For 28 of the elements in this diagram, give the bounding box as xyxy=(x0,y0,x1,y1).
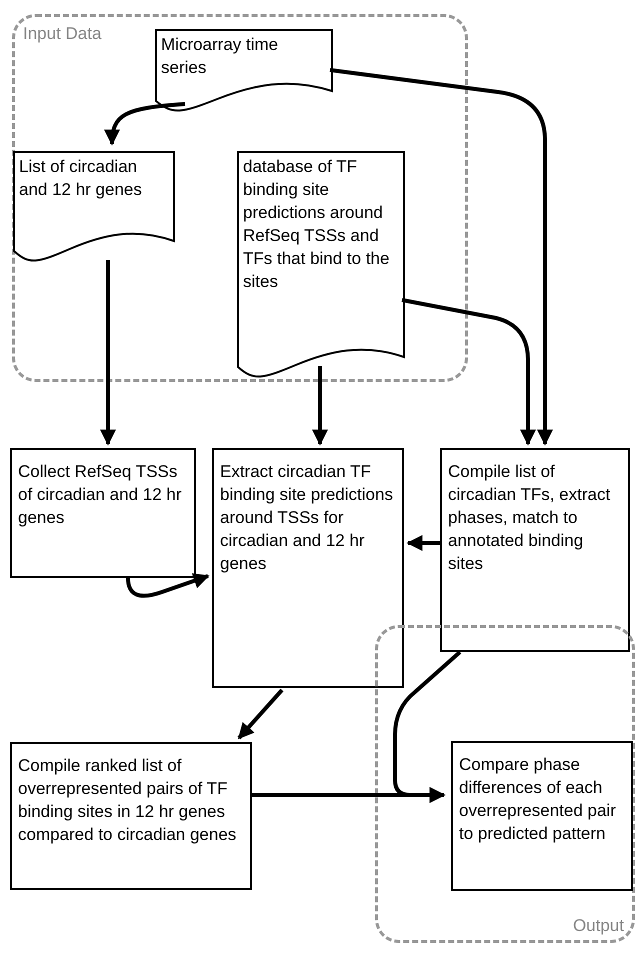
arrow xyxy=(238,688,284,740)
arrow xyxy=(312,366,328,446)
group-label: Output xyxy=(572,914,624,936)
process-box xyxy=(451,741,633,891)
arrow xyxy=(406,535,440,551)
arrow xyxy=(402,298,536,446)
process-box xyxy=(10,448,196,578)
dashed-group xyxy=(12,14,468,382)
box-text: Collect RefSeq TSSs of circadian and 12 hr genes xyxy=(18,461,182,529)
box-text: Extract circadian TF binding site predictions around TSSs for circadian and 12 hr genes xyxy=(220,461,394,575)
process-box xyxy=(440,448,630,652)
document-shape xyxy=(237,151,405,379)
box-text: Microarray time series xyxy=(161,34,280,79)
arrow xyxy=(393,650,462,803)
arrow xyxy=(100,260,116,446)
box-text: Compile list of circadian TFs, extract phases, match to annotated binding sites xyxy=(448,461,612,575)
box-text: Compile ranked list of overrepresented pairs of TF binding sites in 12 hr genes compared to circadian genes xyxy=(18,755,238,846)
dashed-group xyxy=(375,625,635,943)
box-text: List of circadian and 12 hr genes xyxy=(19,156,143,201)
document-shape xyxy=(13,151,175,263)
process-box xyxy=(212,448,404,688)
arrow xyxy=(330,68,553,446)
box-text: database of TF binding site predictions around RefSeq TSSs and TFs that bind to the sites xyxy=(243,156,390,293)
document-shape xyxy=(155,29,333,113)
group-label: Input Data xyxy=(23,23,102,45)
box-text: Compare phase differences of each overrepresented pair to predicted pattern xyxy=(459,754,617,845)
process-box xyxy=(10,742,252,890)
arrow xyxy=(104,102,186,146)
